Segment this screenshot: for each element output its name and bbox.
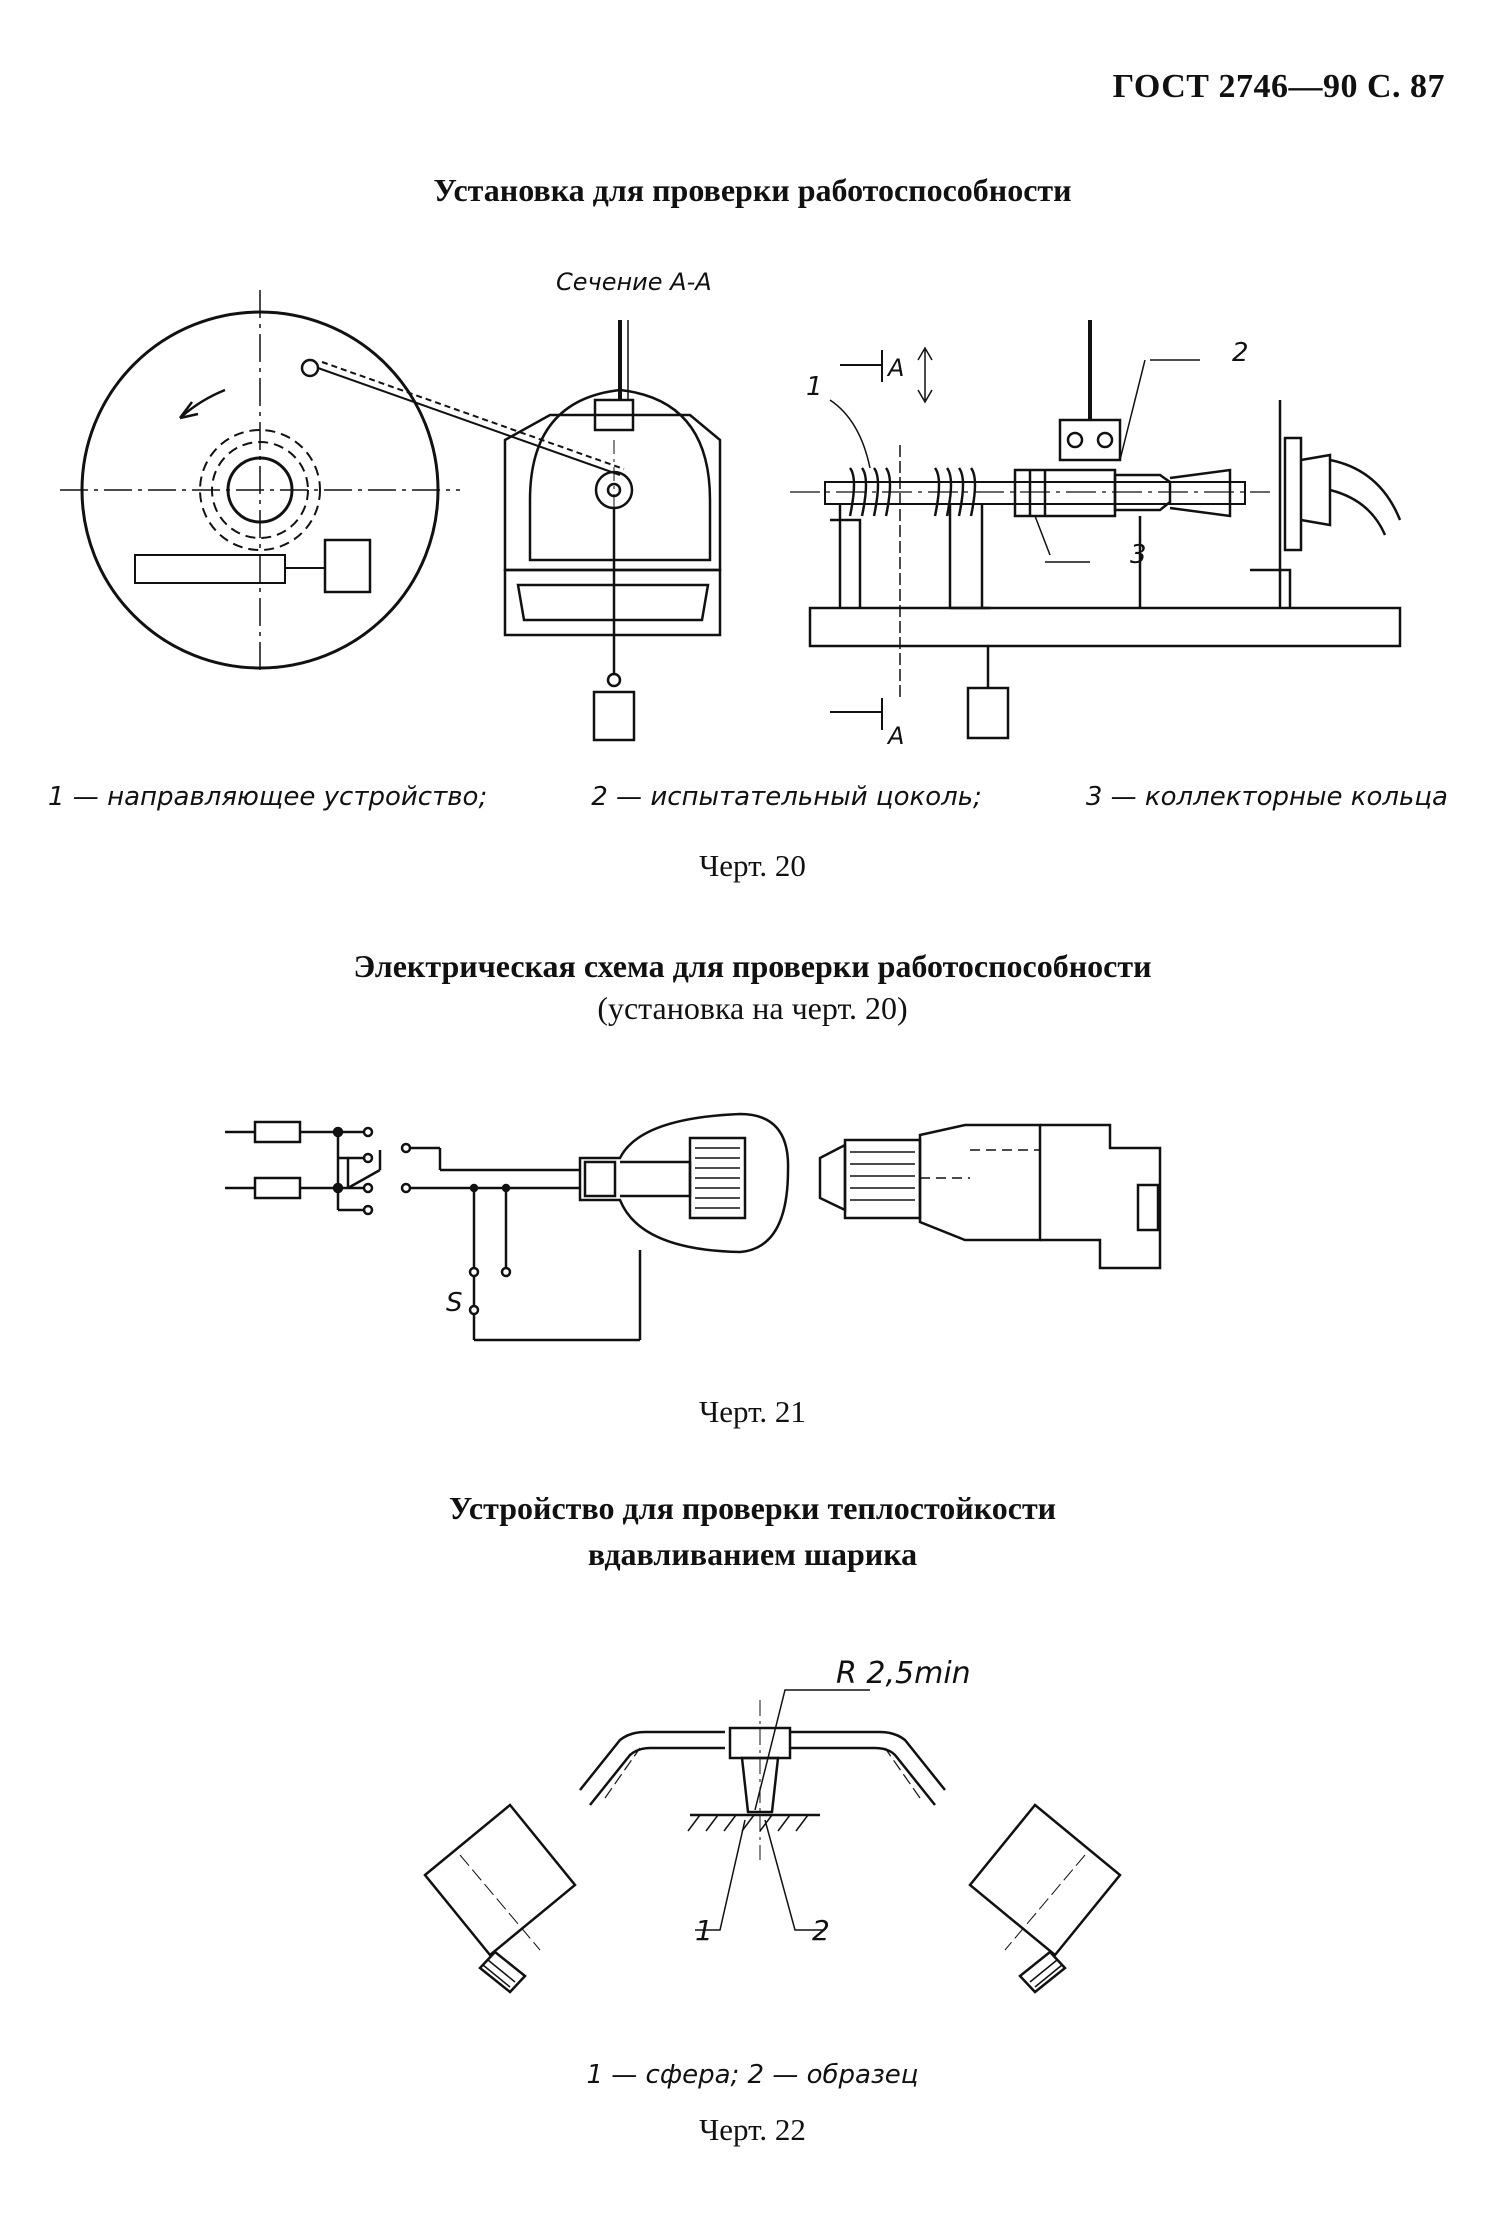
fig20-frame-drawing (490, 320, 730, 740)
fig20-legend-item-2: 2 — испытательный цоколь; (591, 782, 982, 812)
fig22-legend: 1 — сфера; 2 — образец (586, 2060, 919, 2090)
fig20-callout-1: 1 (806, 372, 823, 402)
fig20-section-label: Сечение А-А (556, 268, 712, 296)
fig20-callout-3: 3 (1130, 540, 1147, 570)
fig22-callout-1: 1 (695, 1914, 713, 1947)
fig22-radius-label: R 2,5min (836, 1656, 971, 1691)
fig22-caption: Черт. 22 (699, 2112, 806, 2147)
fig20-caption: Черт. 20 (699, 848, 806, 883)
fig20-legend-item-3: 3 — коллекторные кольца (1085, 782, 1448, 812)
fig20-cable (300, 360, 640, 500)
fig22-title-line2: вдавливанием шарика (587, 1536, 918, 1572)
fig20-callout-2: 2 (1232, 338, 1249, 368)
fig20-rig-drawing (790, 320, 1450, 740)
fig21-subtitle: (установка на черт. 20) (597, 990, 908, 1026)
fig20-drum-drawing (60, 250, 460, 670)
fig20-legend-item-1: 1 — направляющее устройство; (48, 782, 488, 812)
fig21-switch-label: S (446, 1288, 463, 1318)
fig22-apparatus-drawing (400, 1660, 1120, 2020)
fig22-title-line1: Устройство для проверки теплостойкости (448, 1490, 1057, 1526)
fig20-title: Установка для проверки работоспособности (433, 172, 1072, 208)
fig20-section-arrow-bottom: А (888, 722, 905, 750)
page-header: ГОСТ 2746—90 С. 87 (1112, 68, 1445, 105)
fig20-section-arrow-top: А (888, 354, 905, 382)
fig21-circuit-drawing (220, 1100, 1220, 1360)
fig21-caption: Черт. 21 (699, 1394, 806, 1429)
fig20-legend: 1 — направляющее устройство; 2 — испытат… (48, 782, 1448, 812)
fig21-title: Электрическая схема для проверки работос… (353, 948, 1152, 984)
fig22-callout-2: 2 (812, 1914, 830, 1947)
